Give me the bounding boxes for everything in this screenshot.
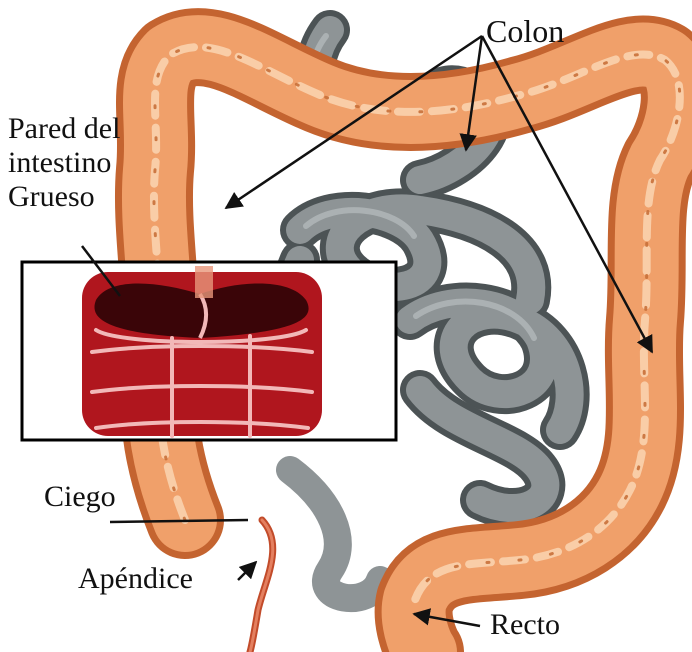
ciego-pointer-line: [110, 520, 248, 522]
label-ciego: Ciego: [44, 480, 116, 513]
appendix: [250, 520, 273, 652]
label-pared-line2: intestino: [8, 146, 111, 179]
label-pared-line3: Grueso: [8, 180, 95, 213]
label-apendice: Apéndice: [78, 562, 193, 595]
label-recto: Recto: [490, 608, 560, 641]
apendice-arrow: [238, 562, 256, 580]
label-colon: Colon: [486, 13, 564, 49]
intestine-wall-inset: [22, 262, 396, 440]
label-pared-line1: Pared del: [8, 112, 120, 145]
